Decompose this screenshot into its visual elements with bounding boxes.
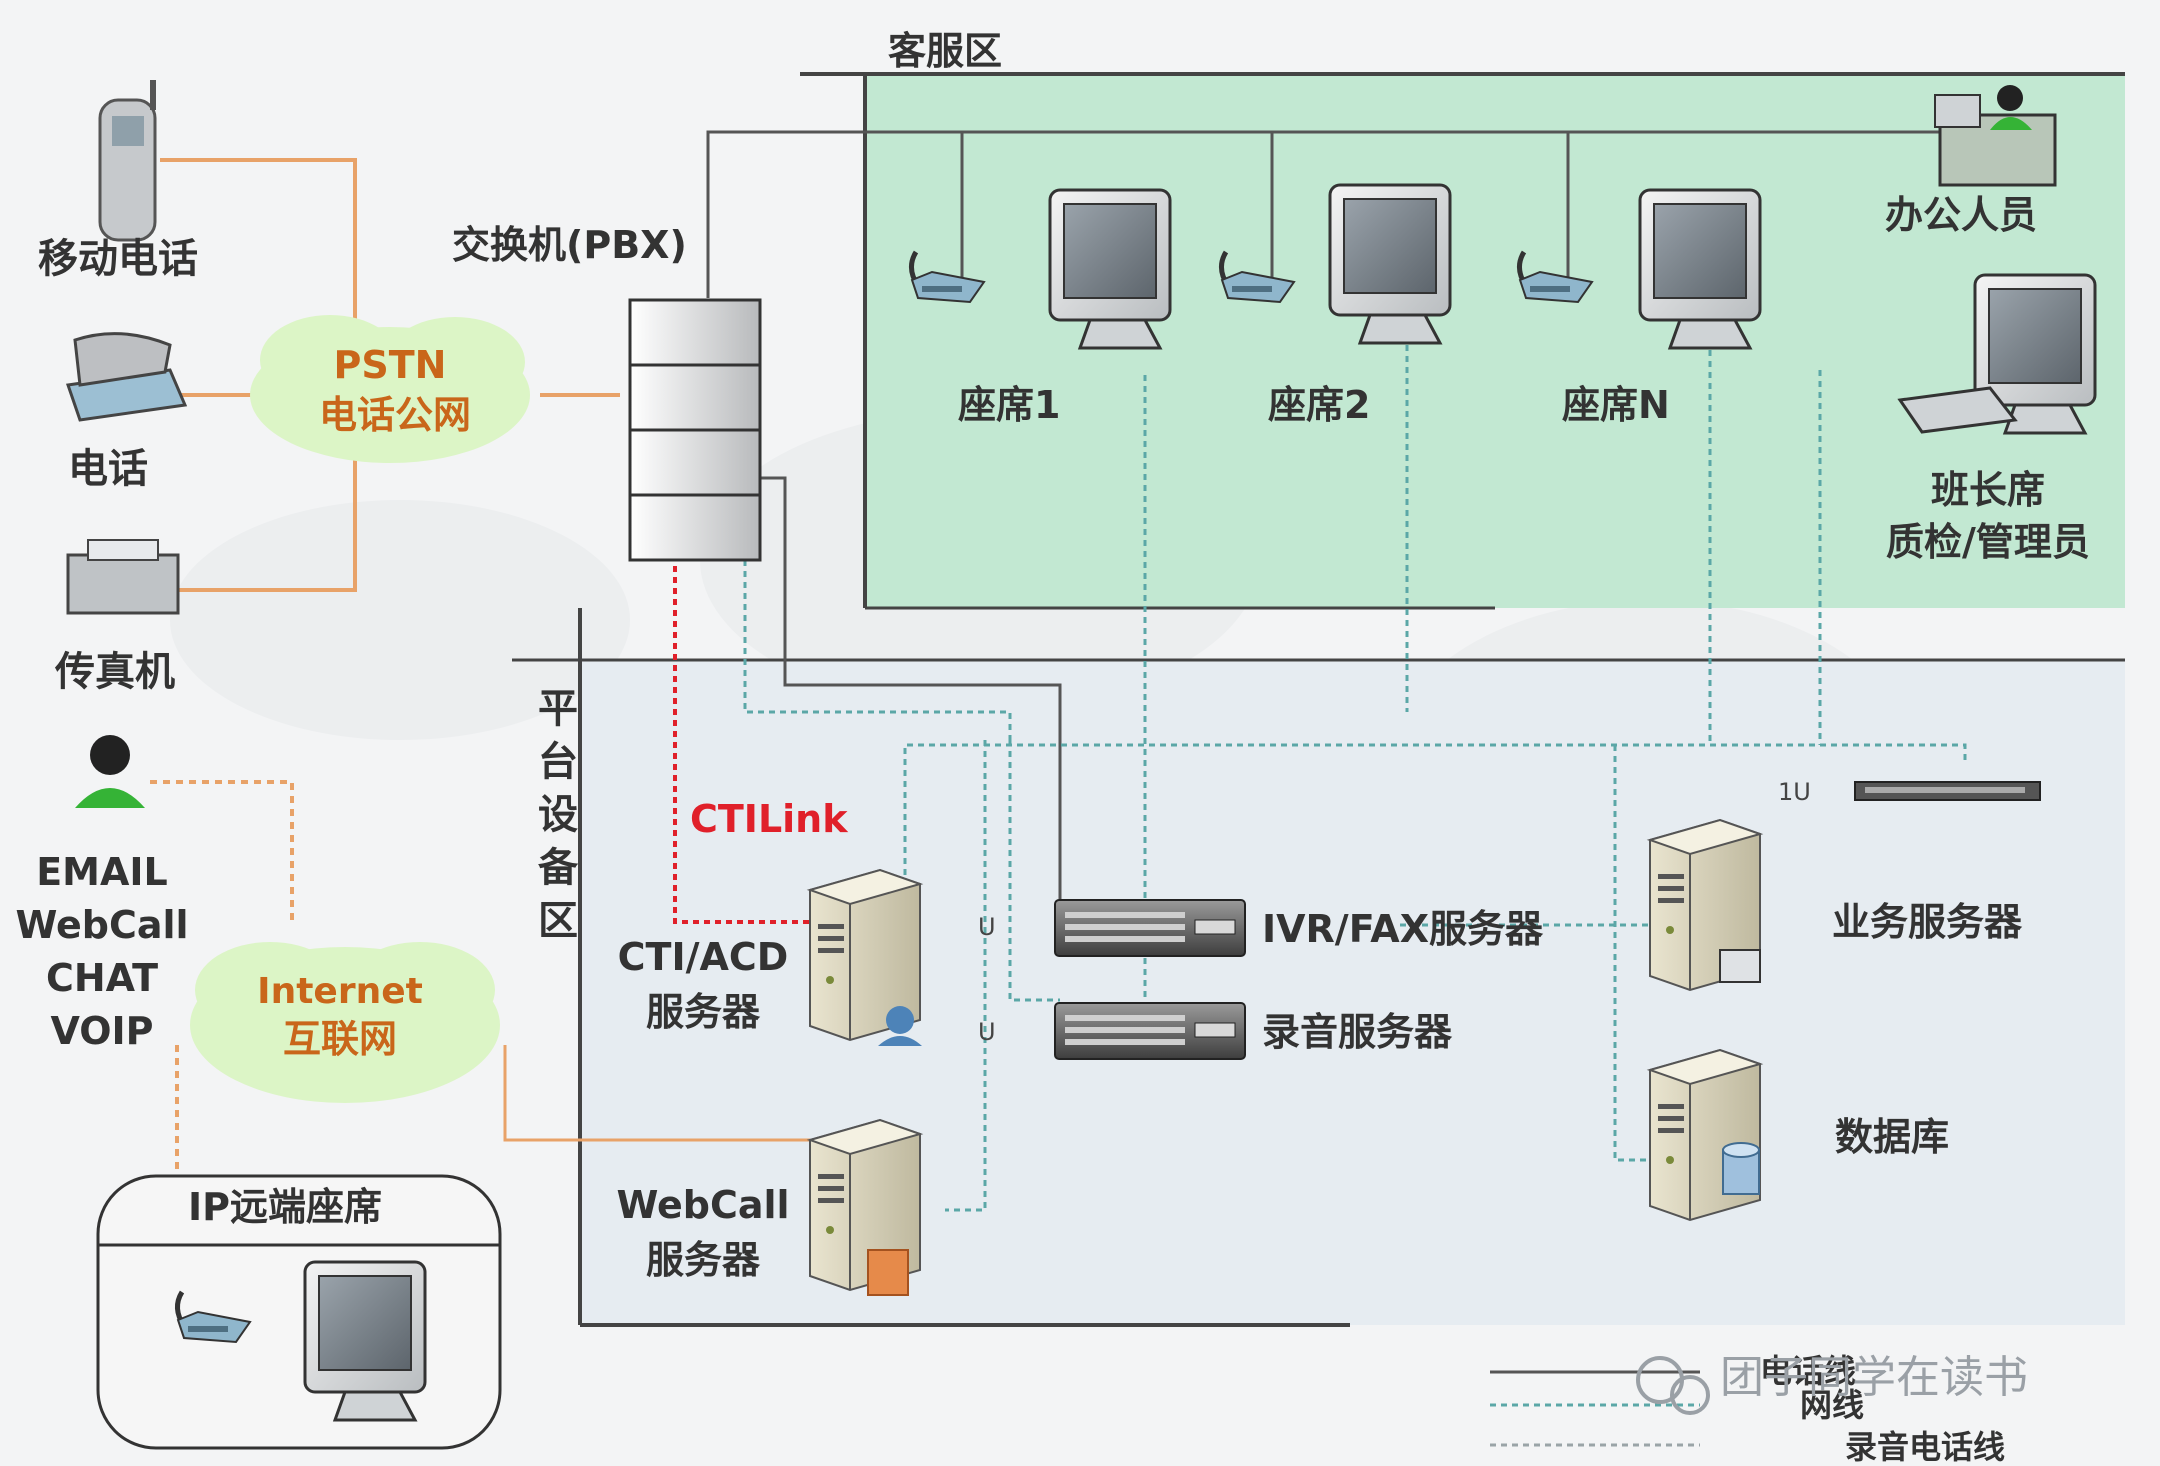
cti-user-badge-icon: [886, 1006, 914, 1034]
cti-server-label: CTI/ACD: [618, 935, 789, 979]
biz-terminal-icon: [1719, 949, 1761, 983]
ip-remote-label: IP远端座席: [188, 1185, 382, 1229]
rack-u-label-1: U: [978, 913, 996, 941]
keyboard-icon: [1897, 386, 2018, 434]
channel-voip: VOIP: [50, 1009, 153, 1053]
legend-record-label: 录音电话线: [1845, 1428, 2005, 1466]
seatN-label: 座席N: [1562, 383, 1670, 427]
telephone-label: 电话: [68, 446, 148, 492]
wechat-icon: [1636, 1356, 1710, 1415]
cti-server-subtitle: 服务器: [646, 990, 761, 1034]
telephone-icon: [65, 332, 188, 422]
fax-label: 传真机: [54, 649, 175, 695]
ctilink-label: CTILink: [690, 797, 848, 841]
pbx-ivr-line: [760, 476, 1062, 925]
webcall-badge-icon: [867, 1249, 909, 1296]
internet-label: Internet: [257, 971, 423, 1012]
record-server-label: 录音服务器: [1262, 1010, 1453, 1054]
pstn-subtitle: 电话公网: [319, 393, 471, 437]
switch-1u-icon: [1854, 781, 2041, 801]
service-zone-area: [865, 74, 2125, 608]
internet-subtitle: 互联网: [283, 1017, 397, 1061]
phone-lines: [706, 130, 1940, 300]
biz-server-label: 业务服务器: [1832, 900, 2023, 944]
mobile-phone-icon: [98, 80, 157, 242]
office-staff-label: 办公人员: [1885, 193, 2037, 237]
platform-zone-char-3: 设: [538, 792, 578, 838]
webcall-server-subtitle: 服务器: [646, 1238, 761, 1282]
supervisor-label: 班长席: [1931, 468, 2045, 512]
pbx-label: 交换机(PBX): [452, 223, 687, 267]
pstn-label: PSTN: [334, 343, 447, 387]
seat1-label: 座席1: [958, 383, 1060, 427]
mobile-phone-label: 移动电话: [38, 236, 198, 282]
rack-u-label-2: U: [978, 1018, 996, 1046]
watermark: 团子同学在读书: [1720, 1352, 2028, 1403]
platform-zone-char-5: 区: [538, 898, 578, 944]
service-zone-label: 客服区: [888, 29, 1002, 73]
platform-zone-char-1: 平: [538, 686, 578, 732]
ctilink-line: [673, 555, 815, 924]
channel-email: EMAIL: [36, 850, 168, 894]
platform-zone-char-2: 台: [538, 739, 578, 785]
office-staff-icon: [1934, 85, 2057, 187]
legend-network-label: 网线: [1800, 1386, 1864, 1424]
database-cylinder-icon: [1722, 1142, 1760, 1195]
database-label: 数据库: [1835, 1115, 1949, 1159]
email-link: [150, 780, 294, 925]
pstn-links: [160, 158, 620, 592]
network-lines: [743, 345, 1967, 1212]
platform-zone-char-4: 备: [538, 845, 579, 891]
pstn-cloud: [250, 315, 530, 463]
internet-cloud: [190, 942, 500, 1103]
channel-webcall: WebCall: [15, 903, 188, 947]
channel-chat: CHAT: [46, 956, 158, 1000]
pbx-switch-icon: [628, 298, 762, 562]
internet-webcall-link: [503, 1045, 810, 1142]
ivr-server-label: IVR/FAX服务器: [1262, 907, 1544, 951]
webcall-server-label: WebCall: [616, 1183, 789, 1227]
record-server-icon: [1054, 1002, 1246, 1060]
switch-1u-label: 1U: [1778, 778, 1811, 806]
ivr-server-icon: [1054, 899, 1246, 957]
supervisor-subtitle: 质检/管理员: [1886, 520, 2090, 564]
seat2-label: 座席2: [1268, 383, 1370, 427]
legend-phone-label: 电话线: [1760, 1352, 1856, 1390]
user-icon: [75, 735, 145, 808]
fax-icon: [66, 539, 180, 615]
